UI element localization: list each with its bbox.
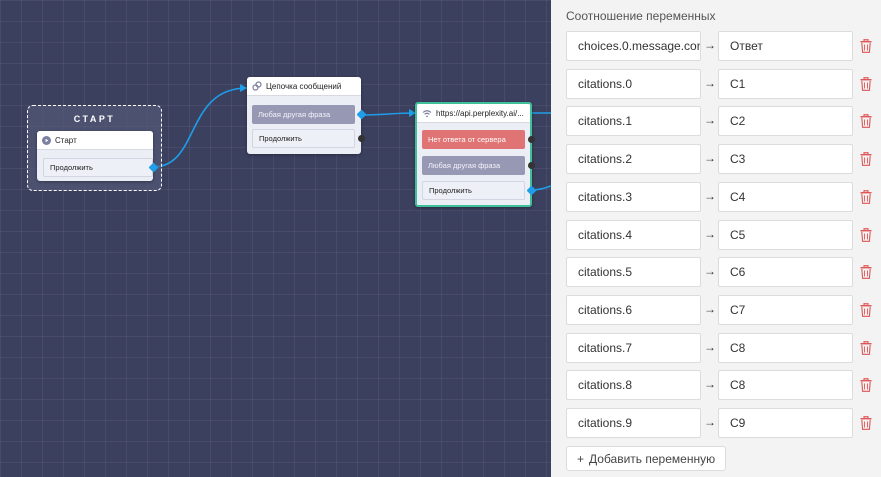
variable-row: citations.4→C5 [566,219,876,250]
api-any-phrase-label: Любая другая фраза [428,161,501,170]
source-variable-input[interactable]: citations.1 [566,106,701,137]
start-node-header: Старт [37,131,153,150]
source-variable-input[interactable]: citations.8 [566,370,701,401]
target-variable-input[interactable]: C8 [718,332,853,363]
wire-start-to-chain [152,87,248,168]
chain-continue-port[interactable] [358,135,365,142]
variable-row: citations.9→C9 [566,408,876,438]
trash-icon[interactable] [860,114,872,129]
target-variable-input[interactable]: C2 [718,106,853,137]
mapping-arrow: → [704,113,716,128]
trash-icon[interactable] [860,264,872,280]
api-continue-option[interactable]: Продолжить [422,181,525,200]
mapping-arrow: → [704,188,716,203]
api-node-title: https://api.perplexity.ai/... [436,108,524,118]
source-variable-input[interactable]: citations.3 [566,181,701,212]
start-continue-label: Продолжить [50,163,93,172]
api-node-header: https://api.perplexity.ai/... [417,104,530,123]
mapping-arrow: → [704,151,716,166]
flow-canvas[interactable]: СТАРТ Старт Продолжить Цепочка сообщений… [0,0,551,477]
plus-icon: + [577,451,585,466]
wire-chain-to-api [360,112,417,116]
chain-any-phrase-option[interactable]: Любая другая фраза [252,105,355,124]
variable-row: citations.0→C1 [566,68,876,99]
connection-wires [152,84,551,191]
trash-icon[interactable] [860,340,872,355]
trash-icon[interactable] [860,415,872,430]
variable-row: citations.1→C2 [566,106,876,137]
variable-row: citations.8→C8 [566,370,876,401]
mapping-arrow: → [704,377,716,392]
start-group-title: СТАРТ [73,114,116,124]
wire-arrowhead-chain [240,84,247,92]
target-variable-input[interactable]: C5 [718,219,853,250]
trash-icon[interactable] [860,151,872,166]
panel-title: Соотношение переменных [566,9,716,23]
wire-arrowhead-api [409,109,416,117]
link-icon [252,81,262,91]
trash-icon[interactable] [860,302,872,317]
start-node-title: Старт [55,135,77,145]
target-variable-input[interactable]: C4 [718,181,853,212]
trash-icon[interactable] [860,189,872,204]
chain-continue-label: Продолжить [259,134,302,143]
variable-row: citations.7→C8 [566,332,876,363]
target-variable-input[interactable]: C8 [718,370,853,401]
mapping-arrow: → [704,301,716,316]
add-variable-button[interactable]: + Добавить переменную [566,446,727,471]
variable-row: choices.0.message.con→Ответ [566,31,876,61]
mapping-arrow: → [704,38,716,52]
api-any-phrase-port[interactable] [528,162,535,169]
chain-node-title: Цепочка сообщений [266,81,342,91]
variable-row: citations.3→C4 [566,181,876,212]
variable-mapping-panel: Соотношение переменных choices.0.message… [551,0,881,477]
api-continue-label: Продолжить [429,186,472,195]
source-variable-input[interactable]: citations.5 [566,257,701,288]
add-variable-label: Добавить переменную [589,451,716,466]
target-variable-input[interactable]: C3 [718,144,853,175]
trash-icon[interactable] [860,38,872,53]
target-variable-input[interactable]: Ответ [718,31,853,61]
api-no-response-label: Нет ответа от сервера [428,135,506,144]
api-no-response-option[interactable]: Нет ответа от сервера [422,130,525,149]
source-variable-input[interactable]: citations.2 [566,144,701,175]
api-no-response-port[interactable] [528,136,535,143]
start-continue-option[interactable]: Продолжить [43,158,153,177]
target-variable-input[interactable]: C9 [718,408,853,438]
play-icon [42,135,51,145]
trash-icon[interactable] [860,378,872,393]
mapping-arrow: → [704,75,716,90]
source-variable-input[interactable]: citations.9 [566,408,701,438]
target-variable-input[interactable]: C1 [718,68,853,99]
source-variable-input[interactable]: citations.0 [566,68,701,99]
source-variable-input[interactable]: citations.4 [566,219,701,250]
target-variable-input[interactable]: C6 [718,257,853,288]
mapping-arrow: → [704,415,716,429]
variable-row: citations.5→C6 [566,257,876,288]
trash-icon[interactable] [860,76,872,91]
mapping-arrow: → [704,264,716,279]
chain-node-header: Цепочка сообщений [247,77,361,96]
source-variable-input[interactable]: citations.7 [566,332,701,363]
trash-icon[interactable] [860,227,872,242]
variable-row: citations.6→C7 [566,294,876,325]
mapping-arrow: → [704,339,716,354]
mapping-arrow: → [704,226,716,241]
chain-any-phrase-label: Любая другая фраза [258,110,331,119]
source-variable-input[interactable]: choices.0.message.con [566,31,701,61]
variable-row: citations.2→C3 [566,144,876,175]
api-any-phrase-option[interactable]: Любая другая фраза [422,156,525,175]
source-variable-input[interactable]: citations.6 [566,294,701,325]
wifi-icon [422,109,432,117]
target-variable-input[interactable]: C7 [718,294,853,325]
chain-continue-option[interactable]: Продолжить [252,129,355,148]
